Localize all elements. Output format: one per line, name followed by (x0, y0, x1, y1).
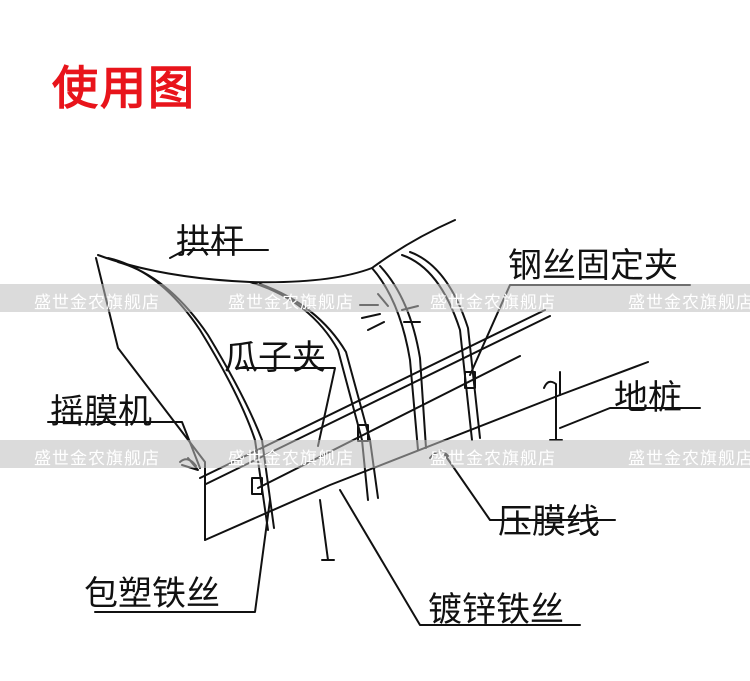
label-ground-stake: 地桩 (614, 370, 682, 419)
label-film-press-line: 压膜线 (498, 494, 600, 543)
label-film-roller: 摇膜机 (50, 384, 152, 433)
arch-4 (402, 255, 472, 440)
label-melon-clip: 瓜子夹 (224, 330, 326, 379)
label-arch-pole: 拱杆 (176, 214, 244, 263)
film-top-edge (98, 220, 455, 282)
watermark-band-2: 盛世金农旗舰店 盛世金农旗舰店 盛世金农旗舰店 盛世金农旗舰店 (0, 440, 750, 468)
stake-1 (320, 500, 334, 560)
label-galvanized-wire: 镀锌铁丝 (428, 582, 564, 631)
watermark-band-1: 盛世金农旗舰店 盛世金农旗舰店 盛世金农旗舰店 盛世金农旗舰店 (0, 284, 750, 312)
label-steel-wire-clip: 钢丝固定夹 (508, 238, 678, 287)
label-coated-wire: 包塑铁丝 (84, 566, 220, 615)
